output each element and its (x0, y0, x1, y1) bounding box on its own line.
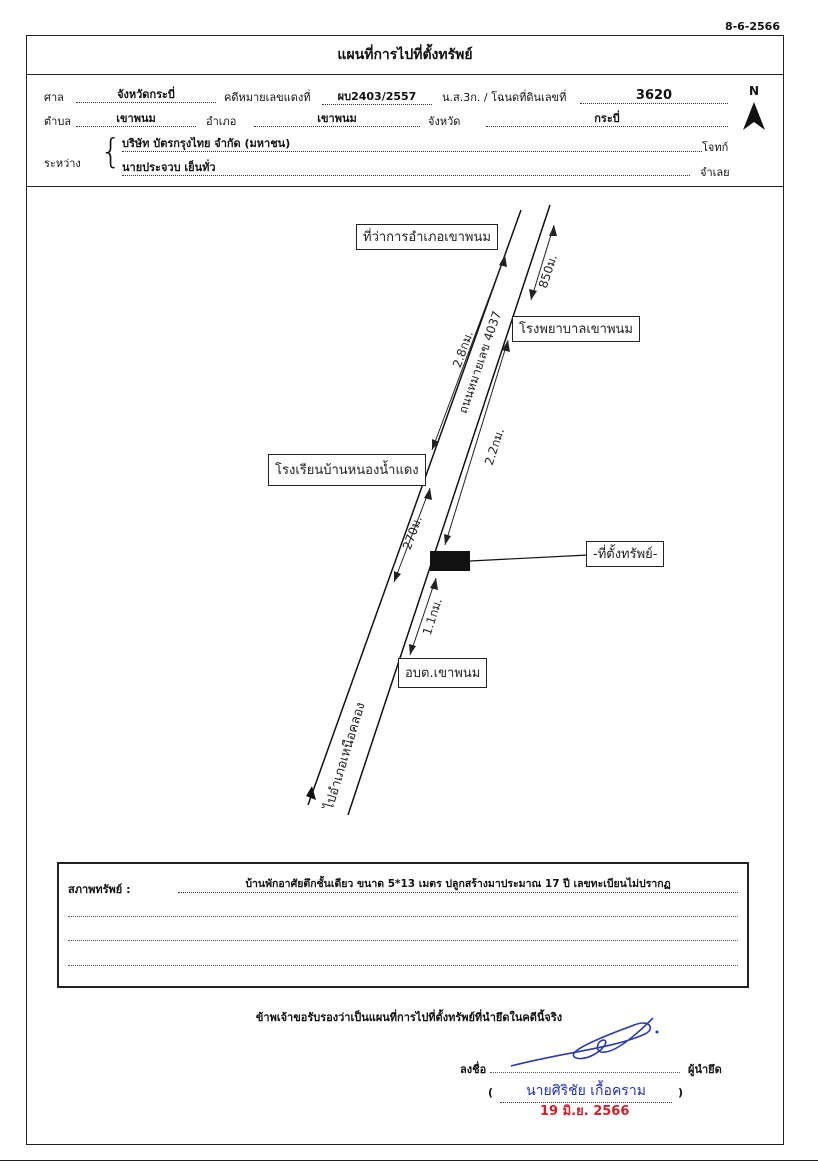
property-condition-box (57, 862, 749, 988)
case-number-value: ผบ2403/2557 (322, 89, 432, 105)
between-label: ระหว่าง (44, 157, 81, 170)
deed-label: น.ส.3ก. / โฉนดที่ดินเลขที่ (442, 91, 567, 104)
plaintiff-role: โจทก์ (702, 141, 729, 154)
condition-line-2 (68, 916, 738, 917)
north-label: N (749, 84, 760, 98)
condition-line-4 (68, 965, 738, 966)
condition-label: สภาพทรัพย์ : (68, 883, 131, 896)
sign-label: ลงชื่อ (460, 1063, 487, 1076)
close-paren: ) (678, 1086, 684, 1099)
deed-value: 3620 (580, 88, 728, 104)
seizer-role: ผู้นำยึด (688, 1063, 722, 1076)
condition-line-3 (68, 940, 738, 941)
north-arrow-icon (743, 102, 765, 130)
document-frame (26, 35, 784, 1145)
subdistrict-label: ตำบล (44, 115, 72, 128)
district-value: เขาพนม (254, 111, 420, 127)
document-title: แผนที่การไปที่ตั้งทรัพย์ (26, 35, 784, 75)
court-value: จังหวัดกระบี่ (76, 87, 216, 103)
subdistrict-value: เขาพนม (76, 111, 196, 127)
signature-line (490, 1072, 680, 1073)
seizer-name: นายศิริชัย เกื้อคราม (500, 1080, 672, 1103)
district-office-label: ที่ว่าการอำเภอเขาพนม (356, 224, 498, 250)
stamp-date: 19 มิ.ย. 2566 (540, 1104, 630, 1119)
condition-text: บ้านพักอาศัยตึกชั้นเดียว ขนาด 5*13 เมตร … (178, 877, 738, 893)
district-label: อำเภอ (206, 115, 237, 128)
certification-text: ข้าพเจ้าขอรับรองว่าเป็นแผนที่การไปที่ตั้… (255, 1011, 563, 1024)
plaintiff-name: บริษัท บัตรกรุงไทย จำกัด (มหาชน) (122, 136, 702, 152)
tambon-office-label: อบต.เขาพนม (398, 658, 488, 688)
school-label: โรงเรียนบ้านหนองน้ำแดง (268, 454, 426, 486)
defendant-role: จำเลย (700, 166, 730, 179)
curly-bracket: { (100, 132, 122, 172)
hospital-label: โรงพยาบาลเขาพนม (512, 316, 640, 342)
open-paren: ( (488, 1086, 494, 1099)
property-location-label: -ที่ตั้งทรัพย์- (586, 541, 665, 567)
page-bottom-rule (0, 1160, 818, 1161)
signature-graphic (510, 1017, 659, 1067)
province-label: จังหวัด (428, 115, 461, 128)
defendant-name: นายประจวบ เย็นทั่ว (122, 160, 690, 176)
case-number-label: คดีหมายเลขแดงที่ (224, 91, 311, 104)
province-value: กระบี่ (486, 111, 728, 127)
document-date: 8-6-2566 (724, 20, 780, 33)
court-label: ศาล (44, 91, 64, 104)
header-divider (26, 186, 784, 187)
